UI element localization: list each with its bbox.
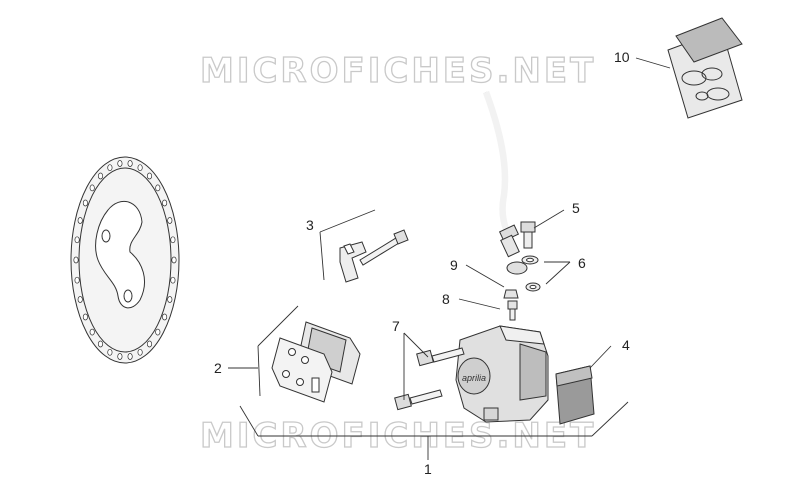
callout-4: 4	[622, 337, 630, 353]
callout-7: 7	[392, 318, 400, 334]
callout-5: 5	[572, 200, 580, 216]
disc-hole	[89, 328, 95, 336]
disc-hole	[117, 353, 123, 360]
copper-washers	[521, 255, 541, 292]
disc-hole	[82, 313, 88, 321]
disc-hole	[170, 276, 176, 284]
disc-hole	[171, 256, 177, 264]
disc-hole	[162, 313, 168, 321]
disc-hole	[77, 296, 83, 303]
disc-hole	[117, 160, 123, 167]
disc-hole	[155, 184, 161, 192]
callout-10: 10	[614, 49, 630, 65]
disc-hole	[167, 296, 173, 303]
leader-lines	[228, 57, 671, 460]
disc-hole	[127, 160, 133, 167]
disc-hole	[137, 164, 143, 172]
caliper-bolt-lower	[394, 389, 443, 411]
disc-hole	[73, 256, 79, 264]
disc-hole	[107, 348, 113, 356]
disc-hole	[82, 199, 88, 207]
disc-holes	[73, 160, 177, 360]
callout-3: 3	[306, 217, 314, 233]
brake-disc	[70, 156, 180, 364]
brake-hose	[482, 90, 528, 275]
disc-hole	[155, 328, 161, 336]
disc-hole	[74, 276, 80, 284]
disc-hole	[74, 236, 80, 244]
bleeder-valve	[507, 300, 518, 321]
disc-hole	[137, 348, 143, 356]
brake-caliper: aprilia	[455, 325, 549, 423]
watermark-top: MICROFICHES.NET	[200, 51, 596, 91]
caliper-brand-label: aprilia	[462, 373, 486, 383]
disc-hole	[127, 353, 133, 360]
disc-hole	[167, 217, 173, 224]
pad-pin	[359, 229, 409, 266]
bleeder-cap	[503, 289, 519, 299]
disc-hole	[170, 236, 176, 244]
disc-spokes	[95, 200, 145, 309]
brake-pads	[271, 321, 361, 403]
callout-8: 8	[442, 291, 450, 307]
disc-hole	[97, 172, 104, 180]
disc-hole	[107, 164, 113, 172]
disc-hole	[97, 340, 104, 348]
disc-hole	[162, 199, 168, 207]
gasket-kit-bag	[667, 17, 743, 119]
callout-1: 1	[424, 461, 432, 477]
disc-hole	[77, 217, 83, 224]
callout-6: 6	[578, 255, 586, 271]
disc-hole	[146, 340, 153, 348]
banjo-bolt	[520, 221, 536, 249]
pad-spring	[339, 241, 367, 283]
disc-hole	[89, 184, 95, 192]
callout-9: 9	[450, 257, 458, 273]
callout-2: 2	[214, 360, 222, 376]
caliper-bolt-upper	[416, 347, 465, 367]
heat-shield	[555, 365, 595, 425]
disc-hole	[146, 172, 153, 180]
